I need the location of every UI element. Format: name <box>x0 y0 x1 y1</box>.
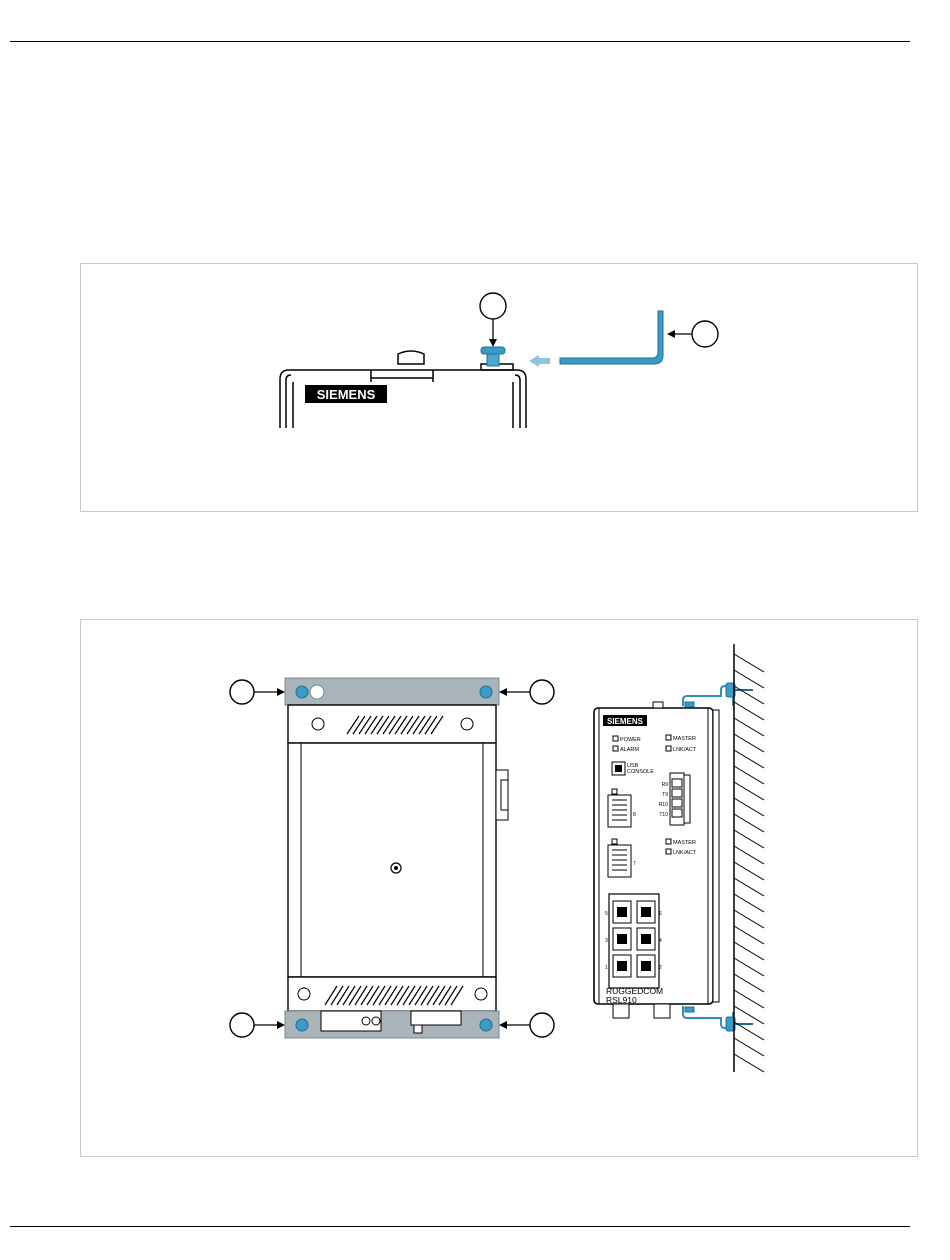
rear-body <box>288 743 496 977</box>
siemens-logo: SIEMENS <box>317 387 376 402</box>
front-view-device: SIEMENS POWER ALARM MASTER LNK/ACT USB C… <box>594 702 719 1018</box>
fiber-number-8: 8 <box>633 812 636 818</box>
master-bottom-label: MASTER <box>673 840 696 846</box>
terminal-t9: T9 <box>662 792 668 798</box>
top-heatsink-band <box>288 705 496 743</box>
figure-remove-screw: SIEMENS <box>80 263 918 512</box>
cable-gland <box>613 1004 629 1018</box>
screw-icon <box>481 347 505 366</box>
hex-key-icon <box>560 311 663 364</box>
bottom-mounting-plate <box>285 1011 499 1038</box>
port-number-4: 4 <box>659 938 662 944</box>
callout-bottom-right <box>499 1013 554 1037</box>
terminal-r9: R9 <box>662 782 669 788</box>
wall-section <box>734 644 764 1072</box>
terminal-t10: T10 <box>659 812 668 818</box>
led-alarm-label: ALARM <box>620 747 639 753</box>
footer-rule <box>10 1226 910 1227</box>
top-wall-bracket <box>683 683 753 707</box>
screw-icon <box>296 686 308 698</box>
callout-hex-key <box>667 321 718 347</box>
callout-top-left <box>230 680 285 704</box>
led-power-label: POWER <box>620 737 641 743</box>
header-rule <box>10 41 910 42</box>
figure-wall-mount: SIEMENS POWER ALARM MASTER LNK/ACT USB C… <box>80 619 918 1157</box>
screw-icon <box>480 686 492 698</box>
figure-remove-screw-drawing: SIEMENS <box>81 264 917 511</box>
port-number-5: 5 <box>605 911 608 917</box>
insert-direction-arrow <box>529 355 550 367</box>
fiber-number-7: 7 <box>633 861 636 867</box>
callout-bottom-left <box>230 1013 285 1037</box>
screw-icon <box>296 1019 308 1031</box>
master-top-label: MASTER <box>673 736 696 742</box>
port-number-1: 1 <box>605 965 608 971</box>
screw-icon <box>480 1019 492 1031</box>
cable-gland <box>654 1004 670 1018</box>
port-number-6: 6 <box>659 911 662 917</box>
led-power <box>613 736 618 741</box>
linkact-top-label: LNK/ACT <box>673 747 697 753</box>
port-number-2: 2 <box>659 965 662 971</box>
terminal-r10: R10 <box>659 802 668 808</box>
callout-screw <box>480 293 506 347</box>
console-label: CONSOLE <box>627 769 654 775</box>
linkact-bottom-label: LNK/ACT <box>673 850 697 856</box>
led-alarm <box>613 746 618 751</box>
callout-top-right <box>499 680 554 704</box>
figure-wall-mount-drawing: SIEMENS POWER ALARM MASTER LNK/ACT USB C… <box>81 620 917 1156</box>
rear-view-device <box>285 678 508 1038</box>
console-connector <box>411 1011 461 1025</box>
mount-hole <box>310 685 324 699</box>
port-number-3: 3 <box>605 938 608 944</box>
front-logo: SIEMENS <box>607 717 644 726</box>
